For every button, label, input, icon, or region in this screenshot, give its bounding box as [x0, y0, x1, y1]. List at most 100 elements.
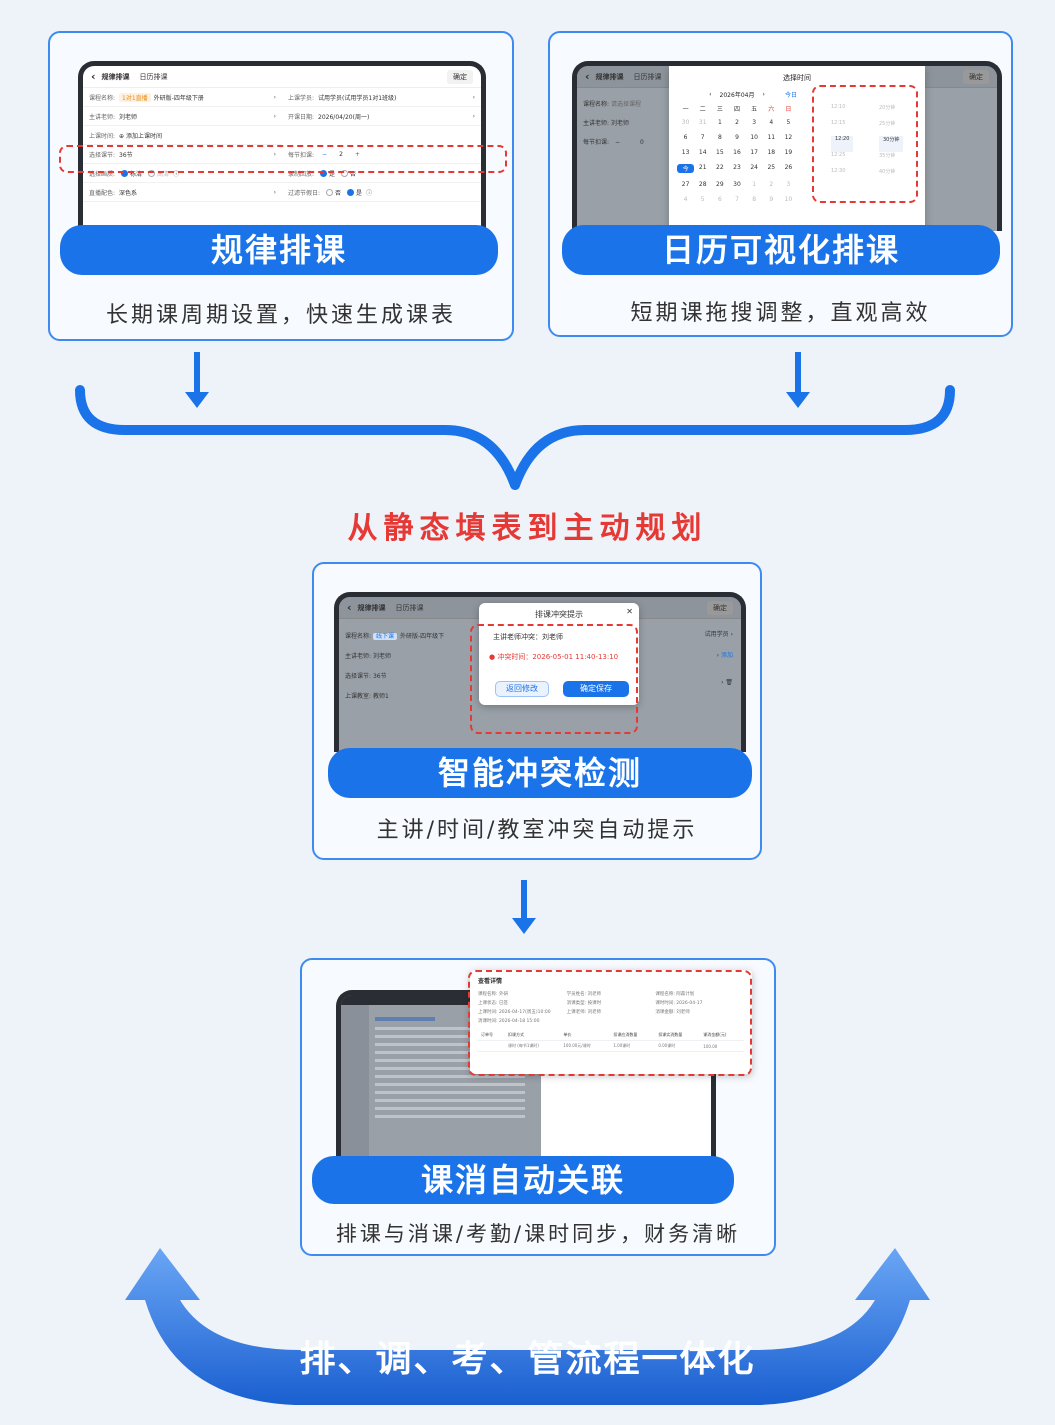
duration-option[interactable]: 25分钟 — [879, 121, 896, 127]
calendar-day[interactable]: 4 — [683, 196, 688, 203]
course-tag: 1对1直播 — [119, 92, 151, 102]
calendar-day[interactable]: 23 — [733, 164, 741, 171]
calendar-day[interactable]: 10 — [784, 196, 793, 203]
calendar-day[interactable]: 12 — [784, 134, 793, 141]
confirm-save-button[interactable]: 确定保存 — [563, 681, 629, 697]
calendar-day[interactable]: 19 — [784, 149, 793, 156]
calendar-day[interactable]: 24 — [750, 164, 758, 171]
radio-yes[interactable] — [320, 169, 328, 177]
calendar-day[interactable]: 6 — [683, 134, 688, 141]
tab-calendar[interactable]: 日历排课 — [395, 603, 424, 612]
delete-icon[interactable]: 🗑 — [725, 679, 733, 686]
time-option[interactable]: 12:15 — [831, 120, 846, 126]
confirm-button[interactable]: 确定 — [707, 600, 733, 615]
table-cell: 课时 (每节1课时) — [504, 1040, 561, 1052]
class-time-field[interactable]: 上课时间:⊕ 添加上课时间 — [83, 126, 282, 145]
calendar-day[interactable]: 25 — [767, 164, 776, 171]
help-icon[interactable]: ⓘ — [173, 170, 180, 178]
tab-regular[interactable]: 规律排课 — [101, 72, 130, 81]
calendar-day[interactable]: 7 — [735, 196, 739, 203]
radio-standard[interactable] — [121, 169, 129, 177]
calendar-day[interactable]: 28 — [698, 181, 707, 188]
teacher-field[interactable]: 主讲老师:刘老师› — [83, 107, 282, 126]
radio-no[interactable] — [326, 188, 334, 196]
calendar-day[interactable]: 1 — [752, 181, 757, 188]
time-option[interactable]: 12:25 — [831, 152, 846, 158]
calendar-day[interactable]: 30 — [733, 181, 741, 188]
radio-hd[interactable] — [148, 169, 156, 177]
calendar-day[interactable]: 22 — [716, 164, 724, 171]
tab-regular[interactable]: 规律排课 — [357, 603, 386, 612]
tab-calendar[interactable]: 日历排课 — [633, 72, 662, 81]
help-icon[interactable]: ⓘ — [366, 189, 373, 197]
calendar-day[interactable]: 31 — [698, 119, 707, 126]
minus-button[interactable]: − — [614, 139, 620, 146]
add-link[interactable]: 添加 — [720, 652, 733, 659]
duration-option[interactable]: 40分钟 — [879, 169, 896, 175]
calendar-day[interactable]: 9 — [769, 196, 774, 203]
calendar-day[interactable]: 3 — [752, 119, 757, 126]
detail-table: 订单号扣课方式单价扣课应消数量扣课实消数量课消金额(元) 课时 (每节1课时)1… — [478, 1030, 744, 1052]
calendar-day[interactable]: 7 — [700, 134, 705, 141]
calendar-day[interactable]: 27 — [681, 181, 690, 188]
time-option[interactable]: 12:30 — [831, 168, 846, 174]
minus-button[interactable]: − — [322, 150, 328, 158]
add-time-link[interactable]: ⊕ 添加上课时间 — [119, 132, 162, 140]
radio-yes[interactable] — [347, 188, 355, 196]
calendar-day[interactable]: 15 — [716, 149, 724, 156]
tab-regular[interactable]: 规律排课 — [595, 72, 624, 81]
calendar-day[interactable]: 8 — [717, 134, 722, 141]
course-field[interactable]: 课程名称:1对1直播外研版-四年级下册› — [83, 88, 282, 107]
calendar-day[interactable]: 16 — [733, 149, 741, 156]
confirm-button[interactable]: 确定 — [447, 69, 473, 84]
calendar-day[interactable]: 5 — [700, 196, 705, 203]
back-edit-button[interactable]: 返回修改 — [495, 681, 549, 697]
student-field[interactable]: 上课学员:试用学员(试用学员1对1班级)› — [282, 88, 481, 107]
calendar-day[interactable]: 21 — [698, 164, 707, 171]
calendar-day[interactable]: 10 — [750, 134, 758, 141]
calendar-day[interactable]: 3 — [786, 181, 791, 188]
prev-month-icon[interactable]: ‹ — [709, 91, 712, 98]
calendar-day[interactable]: 11 — [767, 134, 776, 141]
calendar-day[interactable]: 6 — [717, 196, 722, 203]
calendar-day[interactable]: 9 — [735, 134, 739, 141]
calendar-day[interactable]: 2 — [735, 119, 739, 126]
theme-field[interactable]: 直播配色:深色系› — [83, 183, 282, 202]
calendar-day[interactable]: 30 — [681, 119, 690, 126]
field-label: 选择画质: — [89, 170, 116, 178]
start-date-field[interactable]: 开课日期:2026/04/20(周一)› — [282, 107, 481, 126]
calendar-day[interactable]: 18 — [767, 149, 776, 156]
duration-option[interactable]: 35分钟 — [879, 153, 896, 159]
duration-option[interactable]: 30分钟 — [879, 136, 904, 152]
calendar-day[interactable]: 14 — [698, 149, 707, 156]
radio-no[interactable] — [341, 169, 349, 177]
calendar-day[interactable]: 今 — [677, 164, 695, 173]
today-link[interactable]: 今日 — [784, 92, 797, 99]
calendar-day[interactable]: 29 — [716, 181, 724, 188]
plus-button[interactable]: + — [354, 150, 360, 158]
close-icon[interactable]: ✕ — [626, 607, 633, 616]
calendar-day[interactable]: 4 — [769, 119, 774, 126]
calendar-day[interactable]: 5 — [786, 119, 791, 126]
calendar-day[interactable]: 1 — [717, 119, 722, 126]
back-icon[interactable]: ‹ — [347, 601, 352, 614]
time-option[interactable]: 12:20 — [831, 136, 854, 152]
calendar-day[interactable]: 17 — [750, 149, 758, 156]
dimmed-form: 课程名称: 请选择课程 主讲老师: 刘老师 每节扣课: −0 — [577, 94, 677, 151]
calendar-day[interactable]: 13 — [681, 149, 690, 156]
detail-info-item: 课时时间: 2026-04-17 — [655, 1001, 703, 1006]
calendar-day[interactable]: 8 — [752, 196, 757, 203]
back-icon[interactable]: ‹ — [91, 70, 96, 83]
duration-option[interactable]: 20分钟 — [879, 105, 896, 111]
calendar-day[interactable]: 2 — [769, 181, 774, 188]
lessons-field[interactable]: 选择课节:36节› — [83, 145, 282, 164]
table-header: 订单号扣课方式单价扣课应消数量扣课实消数量课消金额(元) — [478, 1030, 744, 1041]
tab-calendar[interactable]: 日历排课 — [139, 72, 168, 81]
time-option[interactable]: 12:10 — [831, 104, 846, 110]
back-icon[interactable]: ‹ — [585, 70, 590, 83]
next-month-icon[interactable]: › — [762, 91, 765, 98]
confirm-button[interactable]: 确定 — [963, 69, 989, 84]
calendar-day[interactable]: 26 — [784, 164, 793, 171]
